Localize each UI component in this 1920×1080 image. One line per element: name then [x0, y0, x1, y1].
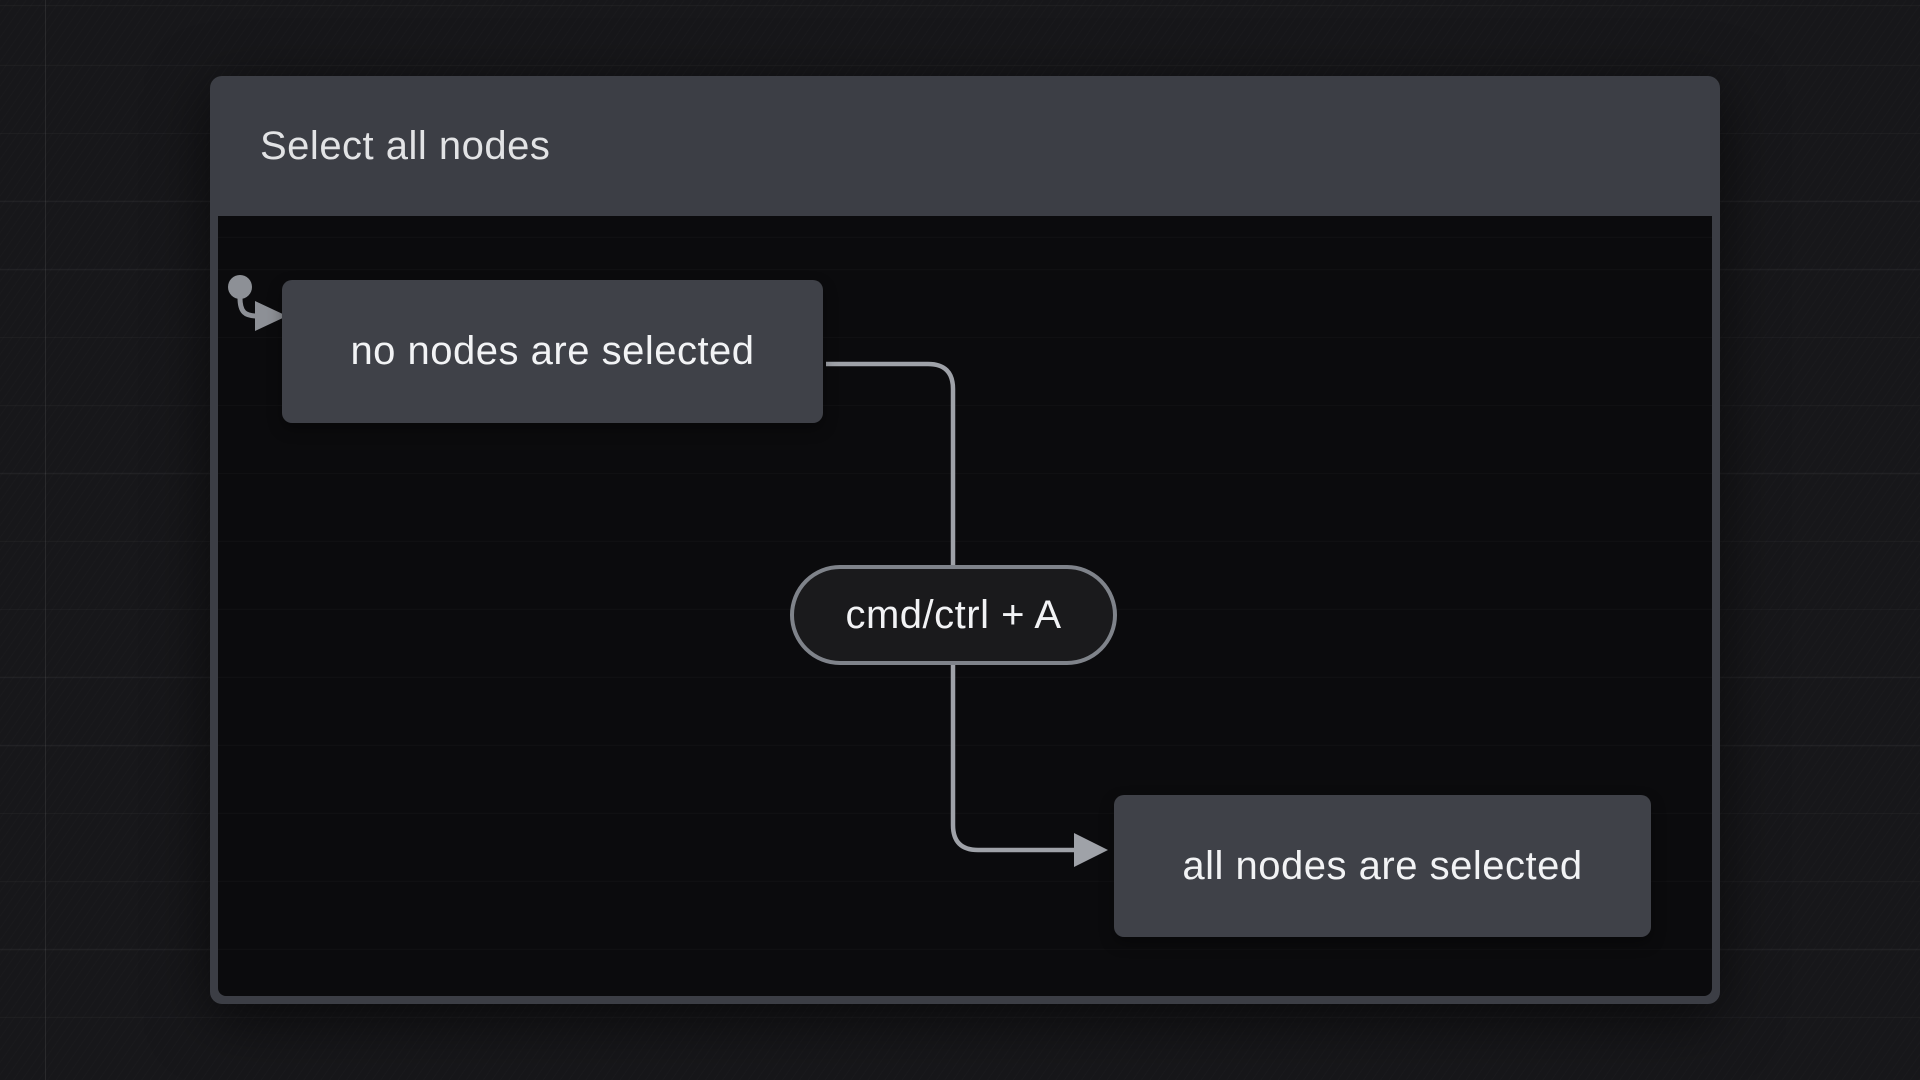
window-title: Select all nodes — [260, 123, 551, 168]
window-titlebar: Select all nodes — [210, 76, 1720, 216]
node-end-label: all nodes are selected — [1182, 843, 1583, 888]
node-start: no nodes are selected — [282, 280, 823, 423]
background-grid-line — [45, 0, 46, 1080]
shortcut-pill: cmd/ctrl + A — [790, 565, 1117, 665]
node-end: all nodes are selected — [1114, 795, 1651, 937]
shortcut-label: cmd/ctrl + A — [845, 592, 1062, 637]
node-start-label: no nodes are selected — [350, 329, 755, 373]
connect-cursor-icon — [228, 275, 287, 331]
shortcut-demo-window: Select all nodes no nodes are selected c… — [210, 76, 1720, 1004]
arrow-right-icon — [1074, 833, 1108, 867]
demo-canvas: no nodes are selected cmd/ctrl + A all n… — [218, 216, 1712, 996]
